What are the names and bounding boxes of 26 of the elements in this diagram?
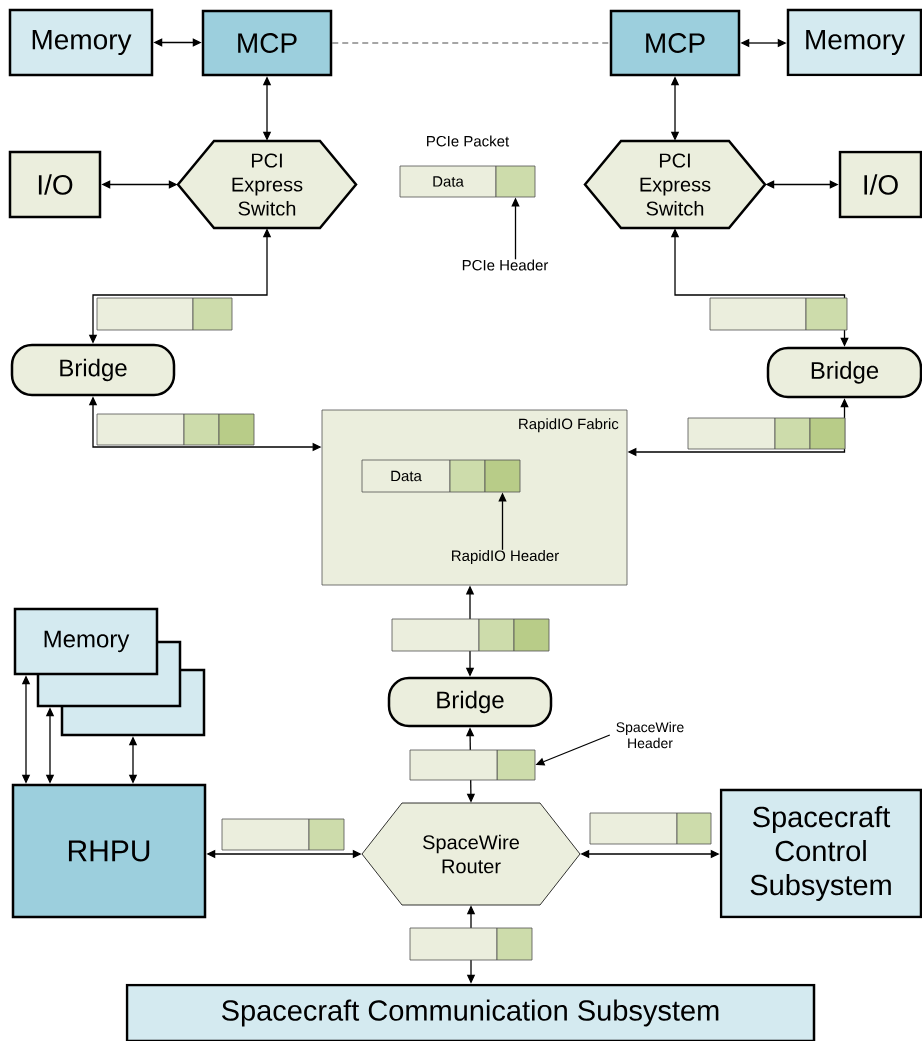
header-label: SpaceWire Header — [616, 721, 684, 749]
header-cell — [449, 459, 486, 493]
bridge-box: Bridge — [10, 343, 176, 397]
data-cell: Data — [399, 165, 497, 198]
subsystem-box: Spacecraft Communication Subsystem — [125, 983, 816, 1041]
header-cell — [484, 459, 521, 493]
switch-hexagon: PCI Express Switch — [583, 139, 767, 230]
processor-box: MCP — [609, 9, 741, 77]
subsystem-box: Spacecraft Control Subsystem — [719, 788, 922, 919]
header-cell — [495, 165, 536, 198]
switch-hexagon: PCI Express Switch — [176, 139, 358, 230]
router-hexagon: SpaceWire Router — [361, 802, 581, 906]
packet-caption: PCIe Packet — [427, 135, 510, 147]
processor-box: MCP — [201, 9, 333, 77]
io-box: I/O — [8, 150, 102, 219]
data-cell: Data — [361, 459, 451, 493]
memory-box: Memory — [13, 607, 159, 676]
bridge-box: Bridge — [766, 346, 922, 399]
processor-box: RHPU — [11, 783, 207, 919]
header-label: PCIe Header — [462, 259, 549, 271]
header-label: RapidIO Header — [452, 550, 559, 564]
memory-box: Memory — [8, 8, 154, 77]
io-box: I/O — [838, 150, 922, 219]
header-cell — [496, 749, 536, 781]
bridge-box: Bridge — [387, 676, 553, 728]
memory-box: Memory — [786, 8, 922, 77]
